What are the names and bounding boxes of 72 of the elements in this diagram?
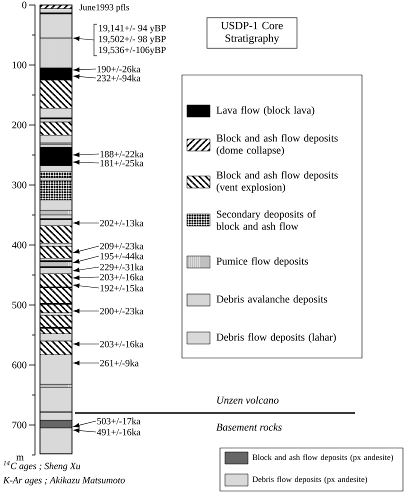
arrow <box>73 246 100 254</box>
core-column-drawing <box>40 246 72 262</box>
age-label: 190+/-26ka <box>98 66 140 72</box>
arrow <box>73 256 100 264</box>
arrow <box>73 275 100 280</box>
tick-label: 600 <box>12 362 26 368</box>
legend-text: Debris avalanche deposits <box>216 295 328 305</box>
tick-label: 100 <box>12 62 26 68</box>
core-column-drawing <box>40 210 72 226</box>
legend-text: Debris flow deposits (lahar) <box>216 333 336 343</box>
tick-label: 0 <box>22 2 26 8</box>
age-label: 229+/-31ka <box>100 264 144 270</box>
core-column-drawing <box>40 142 72 172</box>
core-column-drawing <box>40 4 72 454</box>
note-label: June1993 pfls <box>79 4 130 12</box>
tick-label: 500 <box>12 302 26 308</box>
core-column-drawing <box>40 287 72 305</box>
unit-label: m <box>16 456 24 460</box>
tick-label: 700 <box>12 422 26 428</box>
arrow <box>73 428 96 433</box>
legend-text: Pumice flow deposits <box>216 257 308 267</box>
core-column-drawing <box>40 122 72 144</box>
arrow <box>73 160 100 165</box>
age-label: 200+/-23ka <box>100 308 144 314</box>
age-label: 232+/-94ka <box>97 74 140 82</box>
arrow <box>73 266 100 272</box>
age-label: 491+/-16ka <box>96 428 140 436</box>
legend-text: Block and ash flow deposits (vent explosion) <box>216 171 338 193</box>
age-label: 209+/-23ka <box>100 242 144 250</box>
legend-text: Secondary deoposits of block and ash flow <box>216 210 316 230</box>
core-column-drawing <box>40 304 72 316</box>
tick-label: 400 <box>12 242 26 248</box>
arrow <box>73 67 96 72</box>
age-label: 202+/-13ka <box>100 220 144 226</box>
core-column-drawing <box>40 172 72 180</box>
age-group: 19,141+/- 94 yBP 19,502+/- 98 yBP 19,536+/-106yBP <box>94 24 166 56</box>
unit-name: Basement rocks <box>216 423 282 431</box>
age-label: 181+/-25ka <box>100 160 144 166</box>
legend-text: Lava flow (block lava) <box>216 106 314 116</box>
core-column-drawing <box>40 180 72 210</box>
age-label: 261+/-9ka <box>100 360 139 366</box>
age-label: 195+/-44ka <box>100 252 144 260</box>
arrow <box>73 308 100 314</box>
age-label: 188+/-22ka <box>100 150 144 158</box>
arrow <box>73 283 100 288</box>
arrow <box>73 74 96 79</box>
age-label: 192+/-15ka <box>100 284 144 292</box>
legend-text: Block and ash flow deposits (px andesite) <box>252 454 394 462</box>
title-box: USDP-1 Core Stratigraphy <box>206 18 298 48</box>
legend-text: Debris flow deposits (px andesite) <box>252 476 368 484</box>
age-label: 203+/-16ka <box>100 340 144 348</box>
core-column-drawing <box>40 274 72 288</box>
credit-text: K-Ar ages ; Akikazu Matsumoto <box>3 476 125 486</box>
core-column-drawing <box>40 315 72 329</box>
arrow <box>73 36 94 41</box>
core-column-drawing <box>40 340 72 384</box>
core-column-drawing <box>40 80 72 122</box>
age-label: 203+/-16ka <box>100 274 144 280</box>
arrow <box>73 152 100 158</box>
arrow <box>73 342 100 346</box>
tick-label: 300 <box>12 182 26 188</box>
arrow <box>73 420 96 428</box>
legend-text: Block and ash flow deposits (dome collapse) <box>216 134 338 156</box>
core-column-drawing <box>40 38 72 80</box>
core-column-drawing <box>40 226 72 246</box>
age-label: 503+/-17ka <box>97 418 140 424</box>
unit-name: Unzen volcano <box>217 396 279 404</box>
arrow <box>73 360 100 366</box>
arrow <box>73 220 100 226</box>
core-column-drawing <box>40 262 72 274</box>
tick-label: 200 <box>12 122 26 128</box>
core-column-drawing <box>40 328 72 342</box>
